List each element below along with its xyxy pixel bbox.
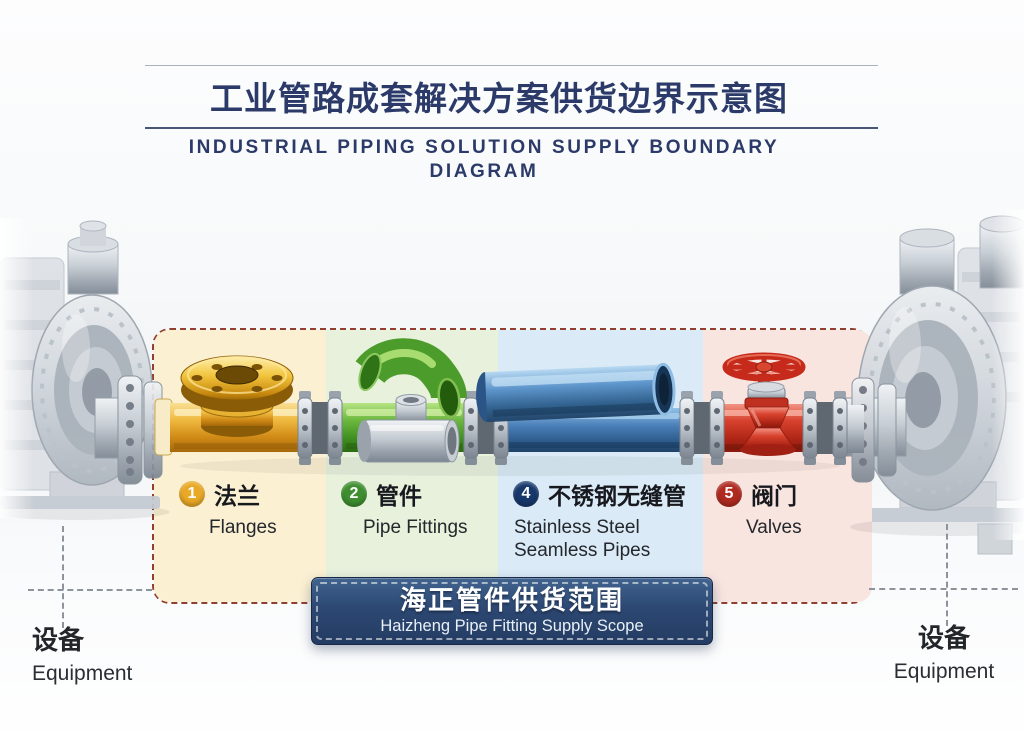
left-equipment-leader-line [62, 526, 64, 628]
left-boundary-extension-line [28, 589, 152, 591]
equipment-right-en: Equipment [893, 660, 995, 683]
panel-pipe-fittings [326, 330, 498, 602]
section-2-name-en: Pipe Fittings [363, 517, 468, 538]
page-subtitle: INDUSTRIAL PIPING SOLUTION SUPPLY BOUNDA… [188, 137, 780, 182]
right-pump-graphic [845, 210, 1024, 555]
section-seamless-pipes-label: 4 不锈钢无缝管 Stainless Steel Seamless Pipes [513, 477, 686, 562]
supply-scope-banner: 海正管件供货范围 Haizheng Pipe Fitting Supply Sc… [311, 577, 713, 645]
section-1-name-en: Flanges [209, 517, 277, 538]
section-5-name-zh: 阀门 [751, 483, 797, 509]
panel-valves [703, 330, 872, 602]
equipment-left-zh: 设备 [32, 625, 85, 655]
equipment-right-zh: 设备 [917, 623, 970, 653]
section-2-badge: 2 [341, 481, 367, 507]
header-rule-mid [145, 127, 878, 129]
supply-scope-boundary [152, 328, 872, 604]
header-rule-top [145, 65, 878, 66]
section-5-badge: 5 [716, 481, 742, 507]
section-fittings-label: 2 管件 Pipe Fittings [341, 477, 468, 539]
banner-title-en: Haizheng Pipe Fitting Supply Scope [380, 617, 644, 635]
equipment-label-left: 设备 Equipment [32, 625, 132, 686]
equipment-left-en: Equipment [32, 662, 133, 685]
banner-title-zh: 海正管件供货范围 [399, 585, 624, 615]
section-2-name-zh: 管件 [376, 483, 422, 509]
section-1-name-zh: 法兰 [214, 483, 260, 509]
section-flanges-label: 1 法兰 Flanges [179, 477, 277, 539]
right-boundary-extension-line [869, 588, 1018, 590]
section-valves-label: 5 阀门 Valves [716, 477, 802, 539]
section-4-badge: 4 [513, 481, 539, 507]
page-title: 工业管路成套解决方案供货边界示意图 [210, 80, 788, 117]
section-4-name-zh: 不锈钢无缝管 [548, 483, 686, 509]
section-1-badge: 1 [179, 481, 205, 507]
equipment-label-right: 设备 Equipment [884, 623, 1004, 684]
right-equipment-leader-line [946, 524, 948, 626]
panel-flanges [154, 330, 326, 602]
supply-scope-banner-inner: 海正管件供货范围 Haizheng Pipe Fitting Supply Sc… [316, 582, 708, 640]
left-pump-graphic [0, 218, 170, 520]
section-4-name-en: Stainless Steel Seamless Pipes [514, 517, 651, 561]
section-5-name-en: Valves [746, 517, 802, 538]
